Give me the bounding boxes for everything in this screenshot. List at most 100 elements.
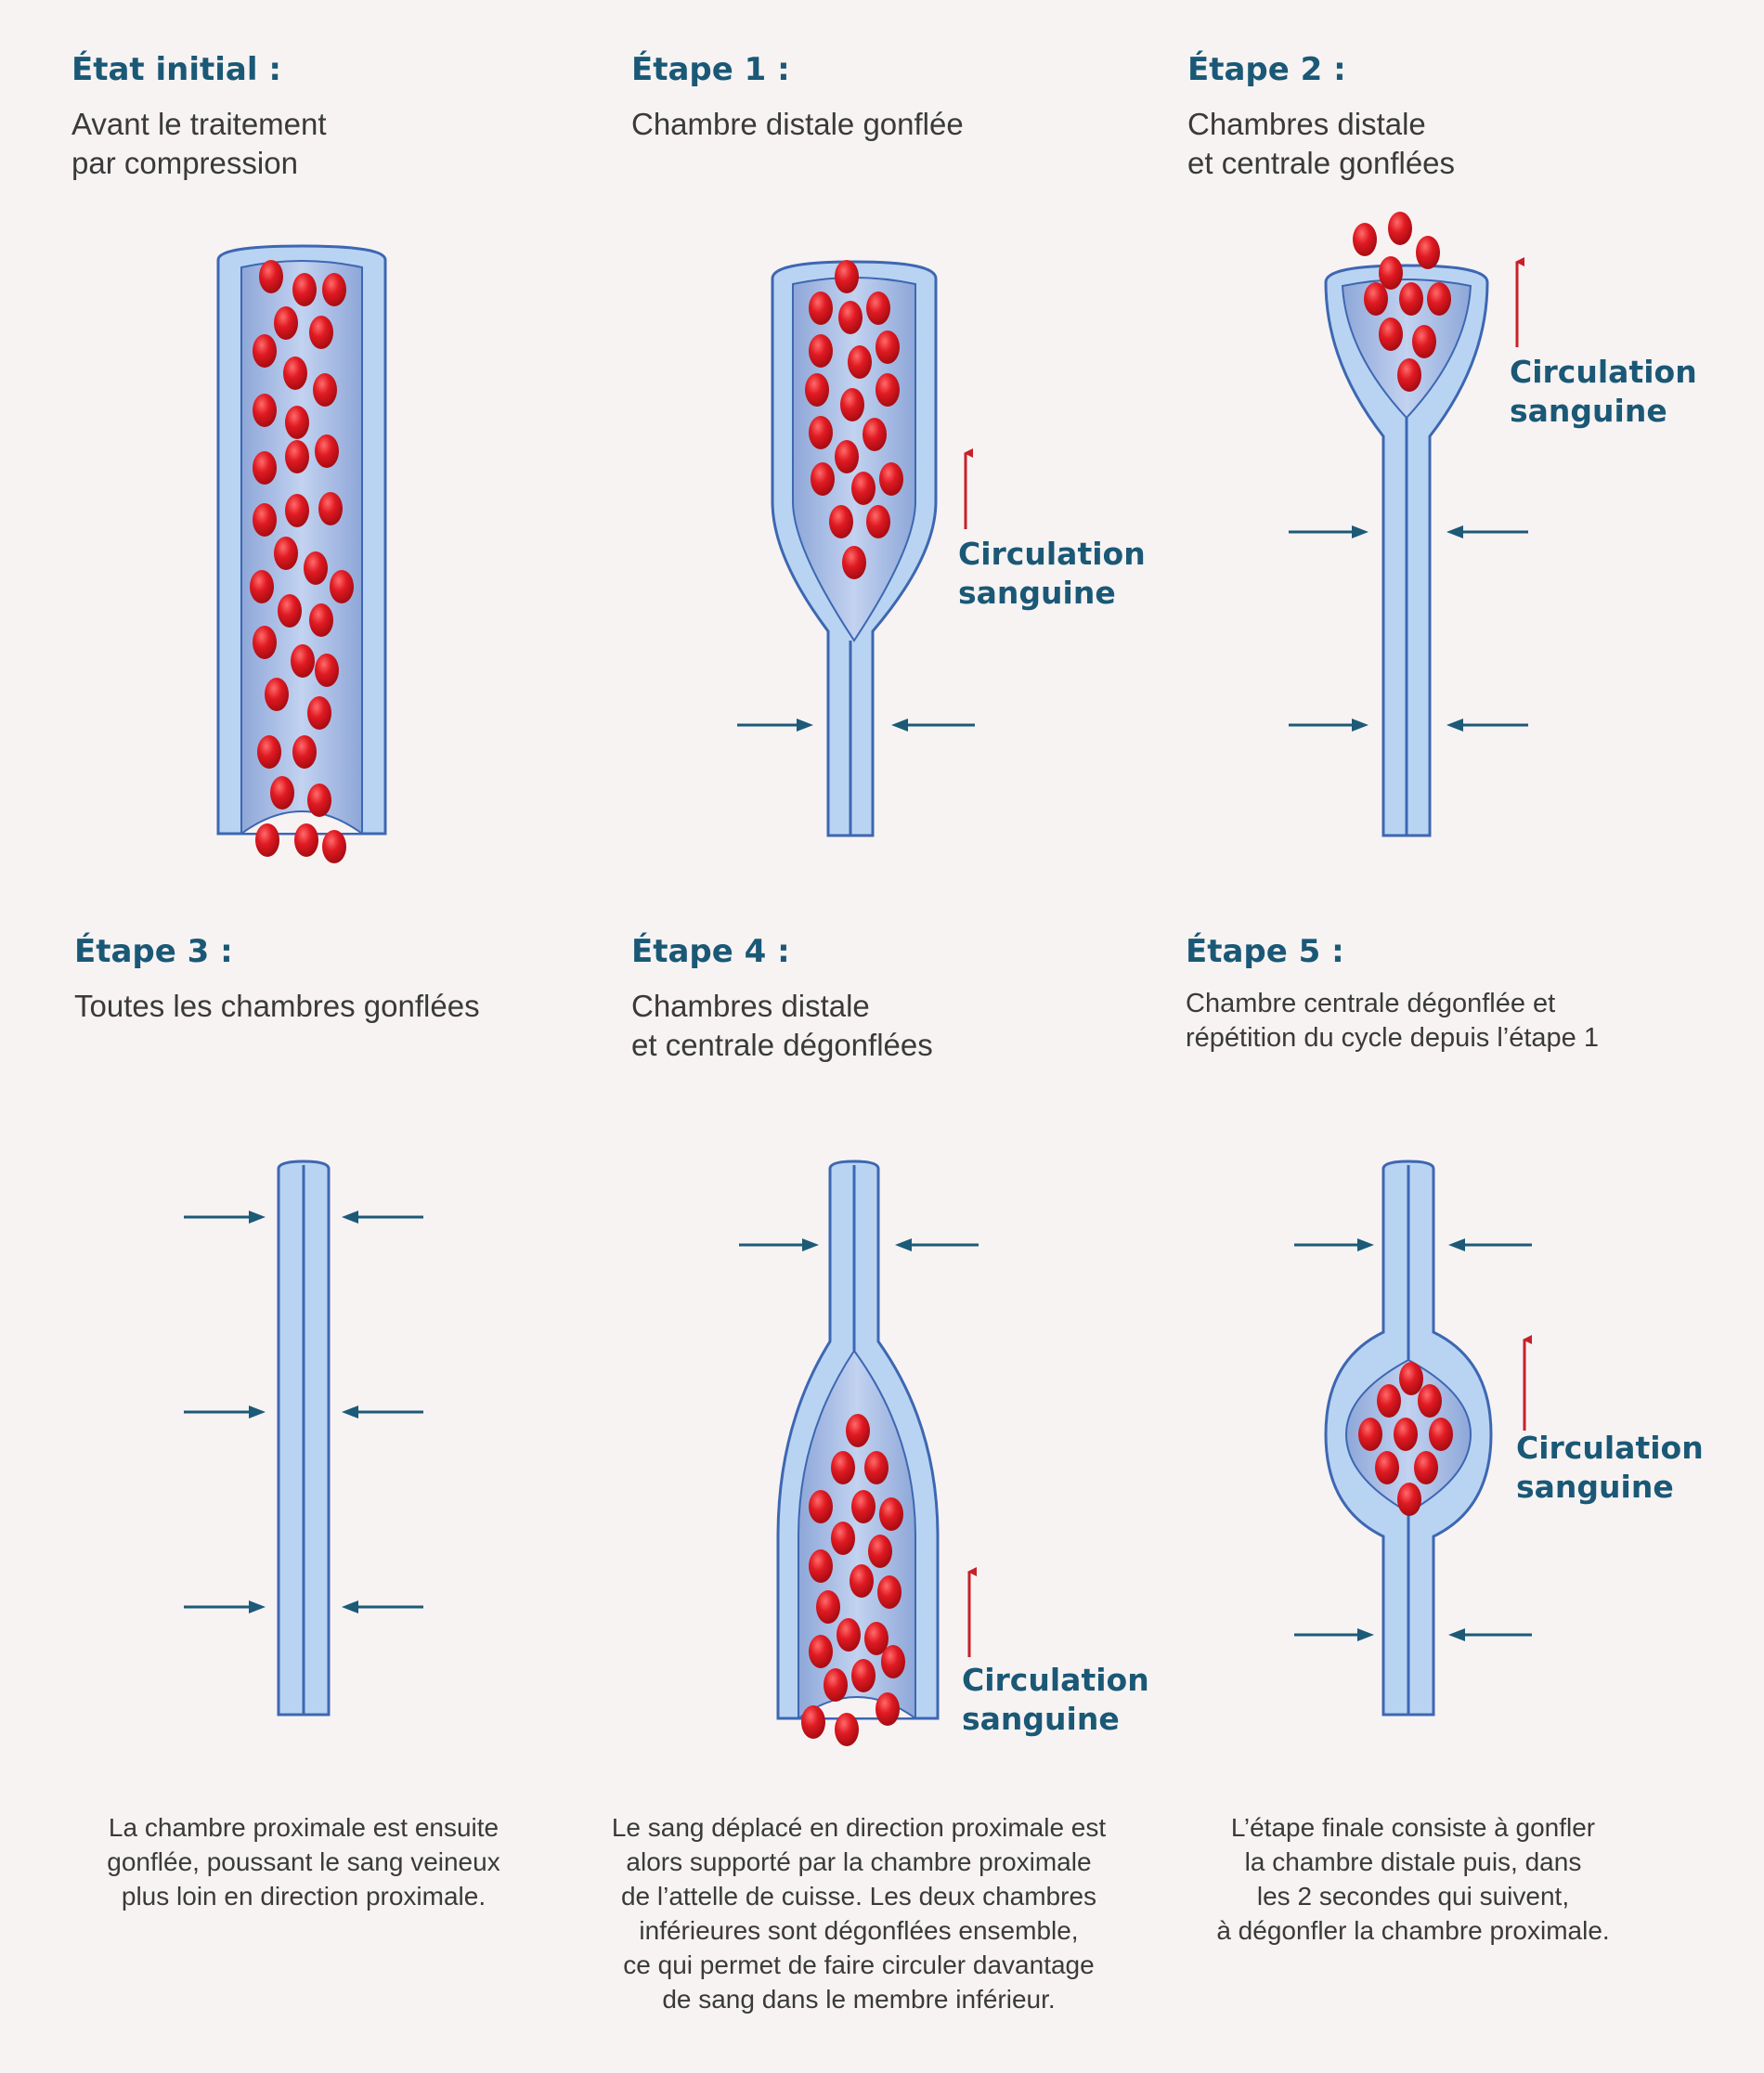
step-4-caption: Le sang déplacé en direction proximale e… [580, 1810, 1137, 2016]
step-description-line: Chambre distale gonflée [631, 107, 964, 141]
red-blood-cell [851, 1659, 876, 1692]
red-blood-cell [851, 1490, 876, 1523]
step-description-line: et centrale dégonflées [631, 1028, 933, 1062]
red-blood-cell [876, 373, 900, 407]
red-blood-cell [1397, 358, 1421, 392]
red-blood-cell [1388, 212, 1412, 245]
red-blood-cell [816, 1590, 840, 1624]
step-description-line: Toutes les chambres gonflées [74, 989, 480, 1023]
step-description: Avant le traitement par compression [71, 105, 591, 183]
red-blood-cell [866, 505, 890, 538]
pressure-arrow-left [1289, 719, 1368, 732]
red-blood-cell [285, 440, 309, 473]
red-blood-cell [835, 1713, 859, 1746]
pressure-arrow-left [1294, 1238, 1374, 1251]
red-blood-cell [283, 356, 307, 390]
red-blood-cell [877, 1575, 901, 1609]
pressure-arrow-right [1446, 525, 1528, 538]
blood-flow-label: sanguine [958, 575, 1116, 611]
step-description-line: Avant le traitement [71, 107, 327, 141]
caption-line: gonflée, poussant le sang veineux [107, 1847, 500, 1876]
pressure-arrow-left [1289, 525, 1368, 538]
red-blood-cell [809, 1635, 833, 1668]
red-blood-cell [840, 388, 864, 421]
red-blood-cell [330, 570, 354, 603]
red-blood-cell [809, 1549, 833, 1583]
blood-cells [1353, 212, 1451, 392]
vessel-diagram-step-5: Circulation sanguine [1294, 1160, 1704, 1717]
red-blood-cell [1353, 223, 1377, 256]
caption-line: ce qui permet de faire circuler davantag… [623, 1950, 1095, 1979]
red-blood-cell [315, 434, 339, 468]
red-blood-cell [253, 334, 277, 368]
step-description-line: répétition du cycle depuis l’étape 1 [1186, 1023, 1599, 1053]
step-title: Étape 2 : [1187, 51, 1346, 88]
red-blood-cell [318, 492, 343, 525]
pressure-arrow-right [342, 1600, 423, 1613]
blood-flow-label: Circulation [1510, 354, 1697, 390]
caption-line: inférieures sont dégonflées ensemble, [639, 1916, 1079, 1945]
red-blood-cell [1427, 282, 1451, 316]
blood-cells [801, 1414, 905, 1746]
red-blood-cell [1377, 1384, 1401, 1418]
red-blood-cell [879, 462, 903, 496]
pressure-arrow-left [1294, 1628, 1374, 1641]
blood-cells [805, 260, 903, 579]
red-blood-cell [285, 494, 309, 527]
red-blood-cell [881, 1645, 905, 1678]
step-title: Étape 5 : [1186, 933, 1344, 970]
pressure-arrow-right [895, 1238, 979, 1251]
red-blood-cell [837, 1618, 861, 1652]
red-blood-cell [292, 735, 317, 769]
step-description: Chambre distale gonflée [631, 105, 1151, 144]
vessel-diagram-step-4: Circulation sanguine [739, 1160, 1149, 1746]
red-blood-cell [1379, 256, 1403, 290]
red-blood-cell [831, 1522, 855, 1555]
pressure-arrows [184, 1211, 423, 1613]
vessel-diagram-step-3 [184, 1160, 423, 1717]
blood-flow-label: Circulation [1516, 1430, 1704, 1466]
red-blood-cell [1379, 317, 1403, 351]
step-description-line: Chambres distale [631, 989, 870, 1023]
step-description: Chambres distale et centrale dégonflées [631, 987, 1151, 1065]
caption-line: Le sang déplacé en direction proximale e… [611, 1813, 1107, 1842]
pressure-arrow-left [184, 1211, 266, 1224]
pressure-arrow-right [891, 719, 975, 732]
step-description-line: et centrale gonflées [1187, 146, 1456, 180]
red-blood-cell [255, 823, 279, 857]
red-blood-cell [253, 394, 277, 427]
red-blood-cell [801, 1705, 825, 1739]
caption-line: de sang dans le membre inférieur. [662, 1985, 1056, 2014]
step-title: État initial : [71, 51, 281, 88]
vessel-diagram-step-1: Circulation sanguine [737, 260, 1146, 837]
step-description: Chambre centrale dégonflée et répétition… [1186, 987, 1706, 1056]
red-blood-cell [1399, 1362, 1423, 1395]
red-blood-cell [259, 260, 283, 293]
pressure-arrow-left [184, 1406, 266, 1419]
step-5-caption: L’étape finale consiste à gonfler la cha… [1135, 1810, 1692, 1948]
step-3-caption: La chambre proximale est ensuite gonflée… [25, 1810, 582, 1913]
red-blood-cell [309, 316, 333, 349]
red-blood-cell [322, 830, 346, 863]
blood-cells [250, 260, 354, 863]
red-blood-cell [850, 1564, 874, 1598]
red-blood-cell [831, 1451, 855, 1484]
red-blood-cell [307, 784, 331, 817]
red-blood-cell [1412, 325, 1436, 358]
red-blood-cell [285, 406, 309, 439]
red-blood-cell [835, 440, 859, 473]
vessel-diagram-initial [216, 244, 387, 863]
red-blood-cell [253, 451, 277, 485]
red-blood-cell [1364, 282, 1388, 316]
step-title: Étape 1 : [631, 51, 790, 88]
pressure-arrow-left [184, 1600, 266, 1613]
caption-line: les 2 secondes qui suivent, [1256, 1882, 1570, 1911]
red-blood-cell [294, 823, 318, 857]
blood-flow-label: sanguine [1510, 393, 1667, 429]
red-blood-cell [879, 1497, 903, 1531]
red-blood-cell [1414, 1451, 1438, 1484]
red-blood-cell [864, 1622, 888, 1655]
pressure-arrow-right [342, 1211, 423, 1224]
red-blood-cell [270, 776, 294, 810]
blood-cells [1358, 1362, 1453, 1516]
